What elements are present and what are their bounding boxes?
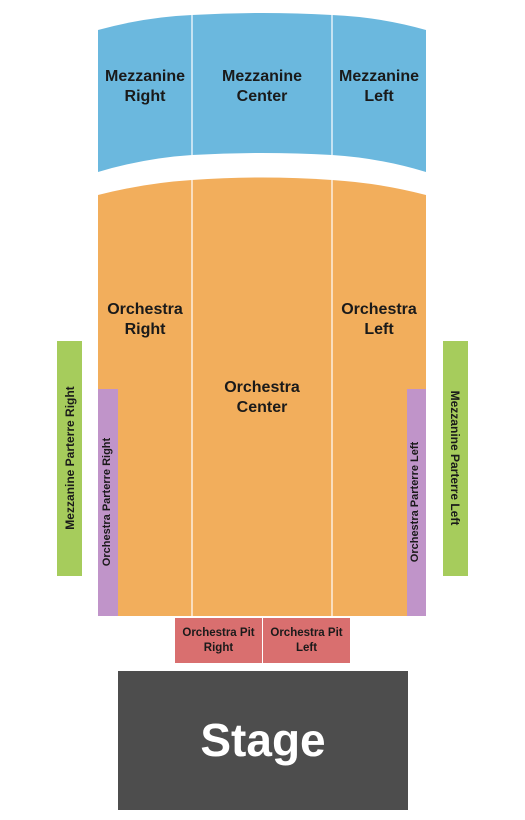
section-orchestra-center[interactable] bbox=[192, 177, 332, 617]
section-mezzanine-right[interactable] bbox=[98, 15, 192, 172]
section-orchestra-pit-left[interactable] bbox=[263, 618, 350, 663]
section-mezzanine-parterre-left[interactable] bbox=[443, 341, 468, 576]
section-mezzanine-left[interactable] bbox=[332, 15, 426, 172]
section-mezzanine-parterre-right[interactable] bbox=[57, 341, 82, 576]
stage-area bbox=[118, 671, 408, 810]
section-orchestra-right[interactable] bbox=[98, 180, 192, 616]
section-mezzanine-center[interactable] bbox=[192, 13, 332, 155]
section-orchestra-left[interactable] bbox=[332, 180, 426, 616]
section-orchestra-parterre-right[interactable] bbox=[98, 389, 118, 616]
section-orchestra-parterre-left[interactable] bbox=[407, 389, 426, 616]
section-orchestra-pit-right[interactable] bbox=[175, 618, 262, 663]
